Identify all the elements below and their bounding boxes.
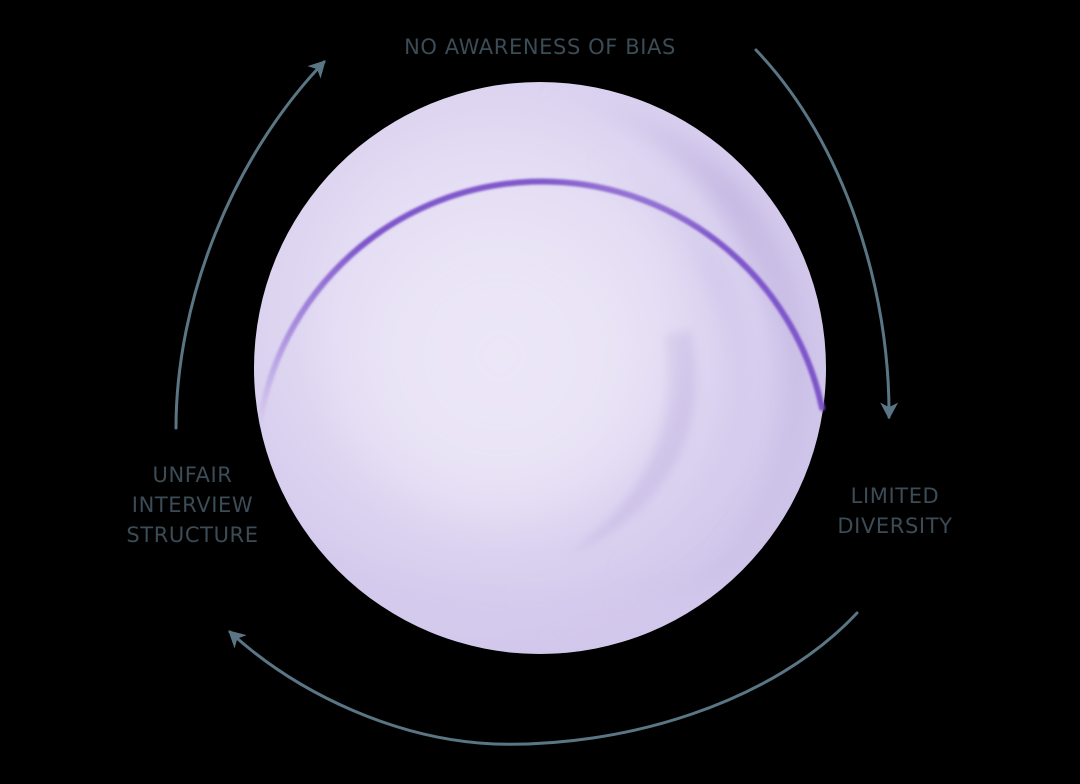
label-no-awareness-of-bias: NO AWARENESS OF BIAS	[404, 35, 676, 59]
sphere-core-highlight	[304, 164, 696, 548]
sphere-swirl-inner	[560, 148, 752, 574]
arrow-to-unfair-interview-structure	[228, 611, 859, 746]
sphere-swirl-outer	[540, 96, 812, 641]
label-limited-diversity: LIMITED DIVERSITY	[837, 484, 953, 538]
cycle-arrows-group	[174, 48, 899, 746]
sphere-rim-highlight	[256, 178, 825, 431]
lavender-sphere-group	[254, 82, 826, 654]
arrow-to-limited-diversity	[754, 48, 899, 420]
arrow-to-no-awareness	[174, 60, 326, 430]
label-unfair-interview-structure: UNFAIR INTERVIEW STRUCTURE	[126, 463, 259, 547]
